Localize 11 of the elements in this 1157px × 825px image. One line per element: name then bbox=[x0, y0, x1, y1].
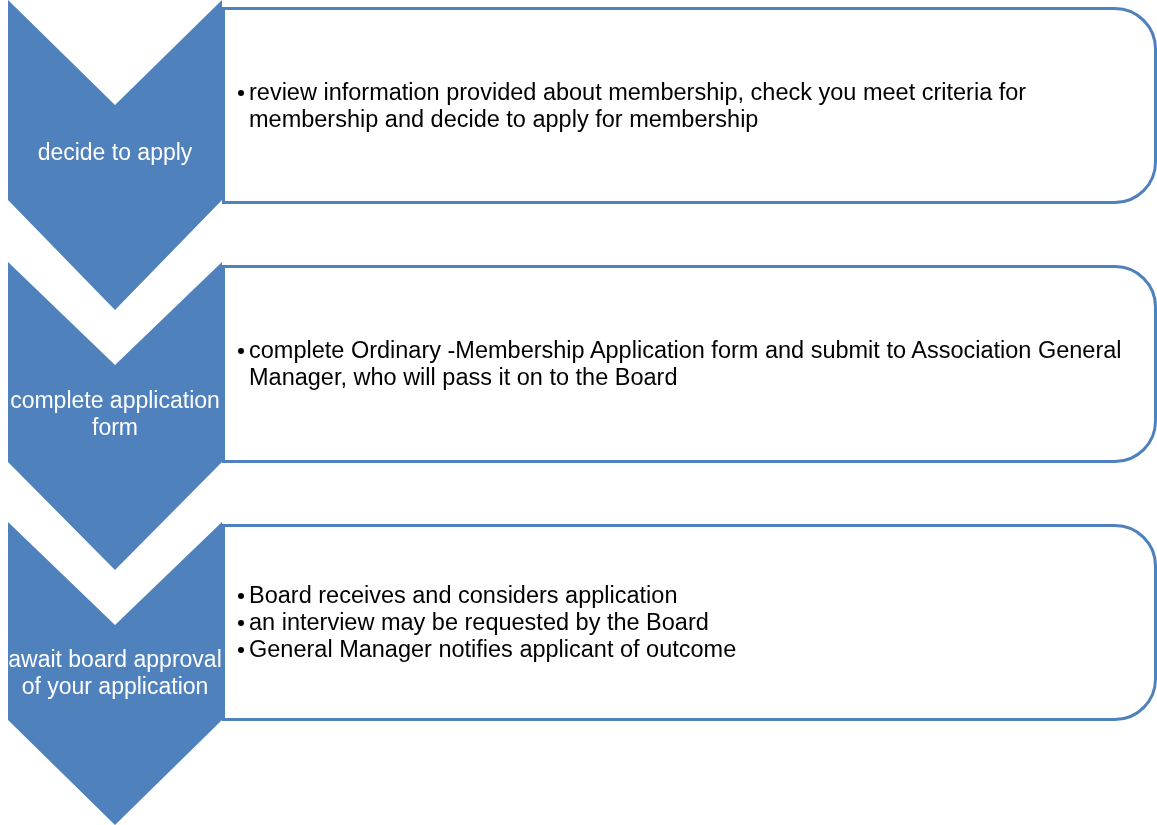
bullet-text: Board receives and considers application bbox=[249, 582, 678, 609]
step-label: await board approval of your application bbox=[8, 645, 222, 700]
bullet-text: complete Ordinary -Membership Application form and submit to Association General Manager, who will pass it on to the Board bbox=[249, 337, 1123, 391]
content-box bbox=[222, 7, 1157, 204]
content-box bbox=[222, 524, 1157, 721]
bullet-text: General Manager notifies applicant of outcome bbox=[249, 636, 737, 663]
step-label: complete application form bbox=[9, 386, 221, 441]
content-box bbox=[222, 265, 1157, 463]
step-label: decide to apply bbox=[37, 139, 193, 166]
bullet-text: an interview may be requested by the Board bbox=[249, 609, 709, 636]
bullet-text: review information provided about membership, check you meet criteria for membership and decide to apply for membership bbox=[249, 78, 1028, 133]
